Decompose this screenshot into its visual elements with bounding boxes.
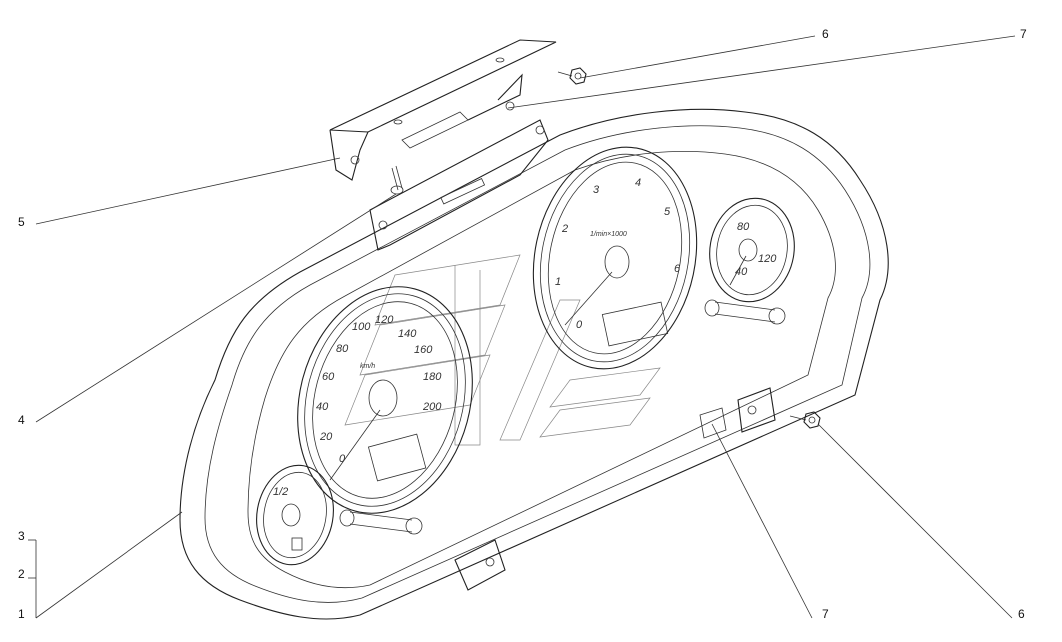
- rpm-tick-0: 0: [576, 319, 583, 331]
- speedometer-needle: [329, 409, 381, 481]
- callout-6-top: 6: [822, 27, 829, 41]
- speed-unit: km/h: [360, 363, 375, 370]
- rpm-tick-6: 6: [674, 263, 681, 275]
- watermark-logo: [344, 254, 661, 446]
- flange-bolt-top: [557, 67, 587, 85]
- speedometer-hub: [368, 379, 398, 417]
- temp-tick-120: 120: [758, 253, 777, 265]
- plate-slot: [440, 178, 486, 205]
- speed-tick-120: 120: [375, 314, 394, 326]
- rpm-tick-2: 2: [561, 223, 568, 235]
- temperature-hub: [738, 238, 758, 262]
- speed-tick-0: 0: [339, 453, 346, 465]
- reset-knob-left: [339, 509, 423, 535]
- callout-labels: 6 7 5 4 3 2 1 7 6: [18, 27, 1027, 621]
- callout-3: 3: [18, 529, 25, 543]
- flange-bolt-bottom: [789, 411, 821, 429]
- mounting-plate: [369, 119, 549, 251]
- cluster-face: [247, 151, 836, 589]
- tachometer: 0 1 2 3 4 5 6 1/min×1000: [532, 146, 698, 370]
- tachometer-needle: [564, 271, 613, 326]
- callout-6-bottom: 6: [1018, 607, 1025, 621]
- fuel-pump-icon: [291, 537, 303, 551]
- self-tapping-screw: [390, 165, 404, 195]
- temp-tick-80: 80: [737, 221, 750, 233]
- fuel-half-label: 1/2: [273, 486, 288, 498]
- speed-tick-200: 200: [422, 401, 442, 413]
- cluster-housing: [179, 108, 889, 620]
- odometer-display: [367, 433, 427, 482]
- temperature-needle: [729, 255, 747, 286]
- speed-tick-160: 160: [414, 344, 433, 356]
- speed-tick-180: 180: [423, 371, 442, 383]
- callout-5: 5: [18, 215, 25, 229]
- callout-7-bottom: 7: [822, 607, 829, 621]
- upper-bracket: [329, 39, 557, 181]
- temp-tick-40: 40: [735, 266, 748, 278]
- speedometer: 0 20 40 60 80 100 120 140 160 180 200 km…: [297, 286, 473, 514]
- reset-knob-right: [704, 299, 786, 325]
- speed-tick-20: 20: [319, 431, 333, 443]
- speed-tick-60: 60: [322, 371, 335, 383]
- rpm-tick-4: 4: [635, 177, 641, 189]
- tachometer-display: [601, 301, 669, 347]
- callout-1: 1: [18, 607, 25, 621]
- lower-tabs: [454, 387, 776, 591]
- rpm-tick-3: 3: [593, 184, 600, 196]
- fuel-hub: [281, 503, 301, 527]
- speed-tick-100: 100: [352, 321, 371, 333]
- temperature-gauge: 40 80 120: [709, 197, 795, 303]
- callout-4: 4: [18, 413, 25, 427]
- speed-tick-140: 140: [398, 328, 417, 340]
- rpm-unit: 1/min×1000: [590, 231, 627, 238]
- fuel-gauge: 1/2: [256, 464, 334, 566]
- rpm-tick-5: 5: [664, 206, 671, 218]
- callout-7-top: 7: [1020, 27, 1027, 41]
- tachometer-hub: [604, 245, 630, 279]
- leader-lines: [28, 35, 1016, 619]
- speed-tick-80: 80: [336, 343, 349, 355]
- callout-2: 2: [18, 567, 25, 581]
- rpm-tick-1: 1: [555, 276, 561, 288]
- speed-tick-40: 40: [316, 401, 329, 413]
